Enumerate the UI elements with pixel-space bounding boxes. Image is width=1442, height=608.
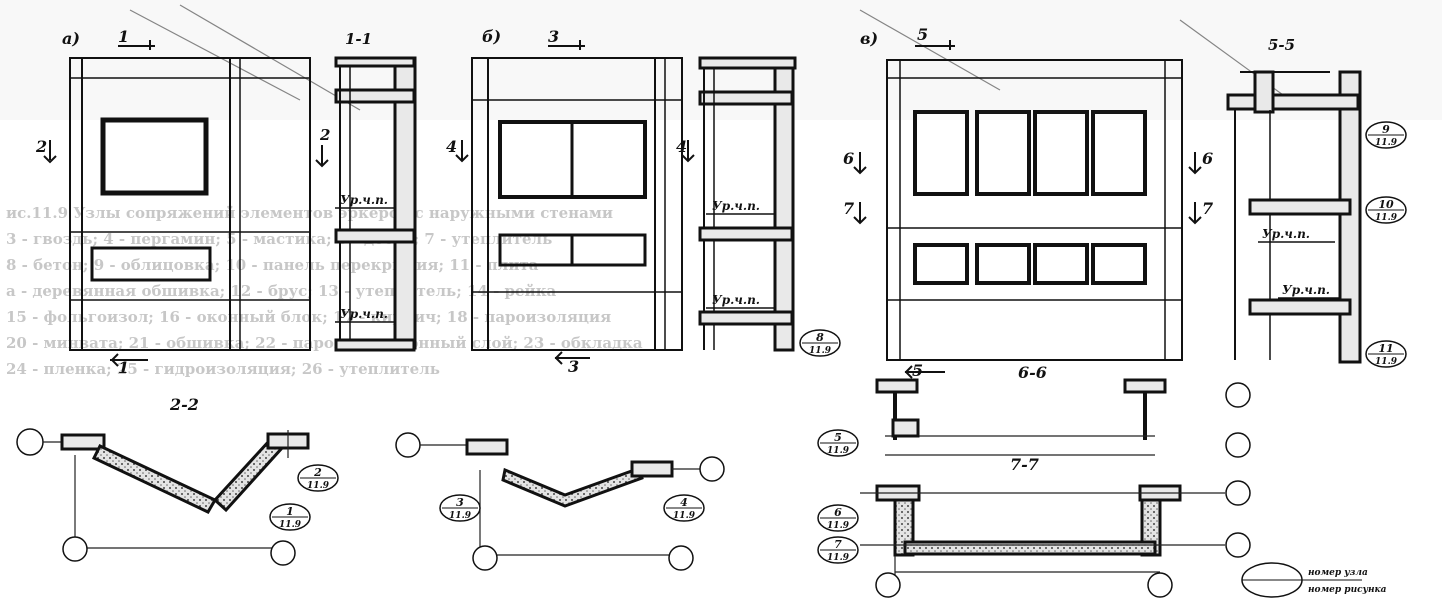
callout-7-bottom: 11.9: [827, 553, 850, 563]
callout-5: 5 11.9: [817, 429, 859, 457]
callout-7-top: 7: [834, 538, 842, 551]
level-mark-b1: Ур.ч.п.: [712, 199, 760, 213]
callout-1-top: 1: [286, 505, 294, 518]
bleed-line-7: 24 - пленка; 25 - гидроизоляция; 26 - ут…: [6, 360, 440, 378]
level-mark-a1: Ур.ч.п.: [340, 193, 388, 207]
panel-c-side-lower-r: 7: [1202, 199, 1213, 218]
callout-3: 3 11.9: [439, 494, 481, 522]
panel-a-section-side: 2: [35, 137, 47, 156]
plan-6-6: 6-6: [875, 363, 1167, 456]
callout-2-top: 2: [313, 466, 322, 479]
callout-5-bottom: 11.9: [827, 446, 850, 456]
callout-6-bottom: 11.9: [827, 521, 850, 531]
panel-a-section-bottom: 1: [118, 358, 129, 377]
callout-3-top: 3: [456, 496, 464, 509]
callout-4-bottom: 11.9: [673, 511, 696, 521]
callout-4: 4 11.9: [663, 494, 705, 522]
callout-9-top: 9: [1382, 123, 1390, 136]
panel-b-section-side-r: 4: [676, 137, 687, 156]
callout-8-bottom: 11.9: [809, 346, 832, 356]
panel-b-section-top: 3: [548, 27, 559, 46]
callout-10-bottom: 11.9: [1375, 213, 1398, 223]
callout-1: 1 11.9: [269, 503, 311, 531]
legend-node-symbol: номер узла номер рисунка: [1241, 562, 1387, 598]
callout-11-bottom: 11.9: [1375, 357, 1398, 367]
panel-a-letter: а): [62, 29, 80, 48]
panel-a-section-cut: 1-1 2 Ур.ч.п. Ур.ч.п.: [315, 30, 417, 352]
panel-b-section-side: 4: [446, 137, 457, 156]
plan-b-middle: [395, 432, 725, 571]
legend-bottom-label: номер рисунка: [1308, 585, 1387, 595]
callout-4-top: 4: [680, 496, 688, 509]
panel-c-cut-title: 5-5: [1268, 36, 1295, 54]
plan-7-7-title: 7-7: [1010, 455, 1039, 474]
level-mark-b2: Ур.ч.п.: [712, 293, 760, 307]
bleed-line-3: 8 - бетон; 9 - облицовка; 10 - панель пе…: [6, 256, 539, 274]
panel-a-elevation: а) 1 2 1: [35, 27, 311, 377]
plan-2-2: 2-2: [16, 395, 310, 566]
plan-6-6-title: 6-6: [1018, 363, 1047, 382]
callout-1-bottom: 11.9: [279, 520, 302, 530]
bleed-line-5: 15 - фольгоизол; 16 - оконный блок; 17 -…: [6, 308, 611, 326]
panel-a-cut-mark: 2: [319, 126, 330, 144]
callout-6-top: 6: [834, 506, 842, 519]
panel-c-side-upper: 6: [843, 149, 854, 168]
callout-8-top: 8: [816, 331, 824, 344]
callout-9-bottom: 11.9: [1375, 138, 1398, 148]
callout-2: 2 11.9: [297, 464, 339, 492]
callout-10-top: 10: [1378, 198, 1394, 211]
panel-a-section-top: 1: [118, 27, 129, 46]
plan-7-7: 7-7: [860, 382, 1251, 598]
panel-c-section-bottom: 5: [912, 361, 923, 380]
panel-c-letter: в): [860, 29, 878, 48]
callout-8: 8 11.9: [799, 329, 841, 357]
callout-2-bottom: 11.9: [307, 481, 330, 491]
callout-11: 11 11.9: [1365, 340, 1407, 368]
bleed-line-4: а - деревянная обшивка; 12 - брус; 13 - …: [6, 282, 557, 300]
panel-b-section-bottom: 3: [568, 357, 579, 376]
panel-b-section-cut: Ур.ч.п. Ур.ч.п.: [698, 56, 797, 352]
bleed-line-6: 20 - минвата; 21 - обшивка; 22 - пароизо…: [6, 334, 643, 352]
legend-top-label: номер узла: [1308, 568, 1368, 578]
callout-6: 6 11.9: [817, 504, 859, 532]
panel-a-cut-title: 1-1: [345, 30, 372, 48]
panel-c-section-cut: 5-5 Ур.ч.п. Ур.ч.п.: [1226, 36, 1362, 364]
callout-10: 10 11.9: [1365, 196, 1407, 224]
level-mark-a2: Ур.ч.п.: [340, 307, 388, 321]
panel-b-elevation: б) 3 4 4 3: [446, 27, 695, 376]
callout-11-top: 11: [1378, 342, 1393, 355]
panel-c-side-lower: 7: [843, 199, 854, 218]
callout-7: 7 11.9: [817, 536, 859, 564]
panel-c-side-upper-r: 6: [1202, 149, 1213, 168]
callout-9: 9 11.9: [1365, 121, 1407, 149]
level-mark-c1: Ур.ч.п.: [1262, 227, 1310, 241]
plan-2-2-title: 2-2: [169, 395, 199, 414]
panel-c-section-top: 5: [917, 25, 928, 44]
level-mark-c2: Ур.ч.п.: [1282, 283, 1330, 297]
callout-5-top: 5: [834, 431, 842, 444]
panel-b-letter: б): [482, 27, 501, 46]
panel-c-elevation: в) 5 6 7 6 7 5: [843, 25, 1213, 380]
callout-3-bottom: 11.9: [449, 511, 472, 521]
